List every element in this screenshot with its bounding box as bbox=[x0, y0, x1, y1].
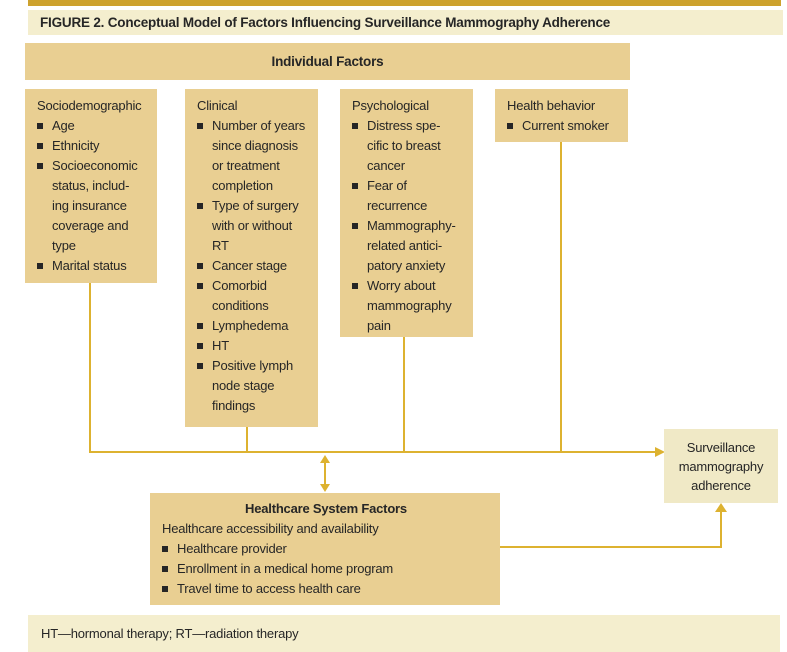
list-item: Current smoker bbox=[507, 116, 622, 136]
top-accent-bar bbox=[28, 0, 781, 6]
connector-healthcare-up bbox=[720, 508, 722, 547]
list-item-text: Cancer stage bbox=[212, 258, 287, 273]
healthcare-system-box: Healthcare System Factors Healthcare acc… bbox=[150, 493, 500, 605]
bullet-square-icon bbox=[37, 163, 43, 169]
connector-psychological-down bbox=[403, 337, 405, 452]
health-behavior-list: Current smoker bbox=[507, 116, 622, 136]
double-arrow-up-icon bbox=[320, 455, 330, 463]
clinical-list: Number of years since diagnosis or treat… bbox=[197, 116, 312, 416]
arrowhead-up-outcome-icon bbox=[715, 503, 727, 512]
list-item: Enrollment in a medical home program bbox=[162, 559, 490, 579]
figure-title-band: FIGURE 2. Conceptual Model of Factors In… bbox=[28, 10, 783, 35]
list-item-text: Number of years since diagnosis or treat… bbox=[212, 118, 306, 193]
list-item: Worry about mammography pain bbox=[352, 276, 467, 336]
bullet-square-icon bbox=[197, 203, 203, 209]
list-item: Positive lymph node stage findings bbox=[197, 356, 312, 416]
bullet-square-icon bbox=[197, 123, 203, 129]
list-item-text: Comorbid conditions bbox=[212, 278, 269, 313]
list-item-text: Lymphedema bbox=[212, 318, 289, 333]
bullet-square-icon bbox=[507, 123, 513, 129]
psychological-box: Psychological Distress spe- cific to bre… bbox=[340, 89, 473, 337]
list-item: Mammography- related antici- patory anxi… bbox=[352, 216, 467, 276]
bullet-square-icon bbox=[197, 363, 203, 369]
list-item: Healthcare provider bbox=[162, 539, 490, 559]
list-item: Socioeconomic status, includ- ing insura… bbox=[37, 156, 151, 256]
list-item-text: Mammography- related antici- patory anxi… bbox=[367, 218, 456, 273]
double-arrow-shaft bbox=[324, 462, 326, 485]
bullet-square-icon bbox=[162, 586, 168, 592]
list-item: Lymphedema bbox=[197, 316, 312, 336]
list-item: Cancer stage bbox=[197, 256, 312, 276]
surveillance-adherence-label: Surveillance mammography adherence bbox=[678, 439, 764, 493]
bullet-square-icon bbox=[352, 123, 358, 129]
bullet-square-icon bbox=[162, 566, 168, 572]
bullet-square-icon bbox=[197, 263, 203, 269]
footnote-band: HT—hormonal therapy; RT—radiation therap… bbox=[28, 615, 780, 652]
connector-clinical-down bbox=[246, 427, 248, 452]
connector-health-behavior-down bbox=[560, 142, 562, 452]
list-item-text: HT bbox=[212, 338, 229, 353]
list-item: Marital status bbox=[37, 256, 151, 276]
health-behavior-box: Health behavior Current smoker bbox=[495, 89, 628, 142]
list-item-text: Fear of recurrence bbox=[367, 178, 428, 213]
list-item: Travel time to access health care bbox=[162, 579, 490, 599]
individual-factors-header-box: Individual Factors bbox=[25, 43, 630, 80]
bullet-square-icon bbox=[37, 143, 43, 149]
bullet-square-icon bbox=[197, 343, 203, 349]
bullet-square-icon bbox=[162, 546, 168, 552]
bullet-square-icon bbox=[352, 223, 358, 229]
list-item-text: Current smoker bbox=[522, 118, 609, 133]
bullet-square-icon bbox=[352, 283, 358, 289]
double-arrow-down-icon bbox=[320, 484, 330, 492]
list-item-text: Travel time to access health care bbox=[177, 581, 361, 596]
list-item-text: Enrollment in a medical home program bbox=[177, 561, 394, 576]
individual-factors-label: Individual Factors bbox=[271, 54, 384, 69]
list-item: Fear of recurrence bbox=[352, 176, 467, 216]
list-item: Ethnicity bbox=[37, 136, 151, 156]
list-item-text: Positive lymph node stage findings bbox=[212, 358, 294, 413]
connector-sociodemographic-down bbox=[89, 283, 91, 452]
bullet-square-icon bbox=[197, 283, 203, 289]
connector-main-horizontal bbox=[89, 451, 656, 453]
list-item: Comorbid conditions bbox=[197, 276, 312, 316]
list-item-text: Worry about mammography pain bbox=[367, 278, 452, 333]
surveillance-adherence-box: Surveillance mammography adherence bbox=[664, 429, 778, 503]
list-item-text: Type of surgery with or without RT bbox=[212, 198, 299, 253]
sociodemographic-heading: Sociodemographic bbox=[37, 98, 142, 113]
healthcare-system-title: Healthcare System Factors bbox=[245, 501, 407, 516]
bullet-square-icon bbox=[197, 323, 203, 329]
list-item: Number of years since diagnosis or treat… bbox=[197, 116, 312, 196]
figure-title: FIGURE 2. Conceptual Model of Factors In… bbox=[40, 15, 611, 30]
bullet-square-icon bbox=[37, 263, 43, 269]
arrowhead-to-outcome-icon bbox=[655, 447, 665, 457]
list-item-text: Ethnicity bbox=[52, 138, 100, 153]
bullet-square-icon bbox=[37, 123, 43, 129]
list-item: Type of surgery with or without RT bbox=[197, 196, 312, 256]
list-item-text: Healthcare provider bbox=[177, 541, 287, 556]
bullet-square-icon bbox=[352, 183, 358, 189]
list-item: HT bbox=[197, 336, 312, 356]
list-item-text: Marital status bbox=[52, 258, 127, 273]
health-behavior-heading: Health behavior bbox=[507, 98, 596, 113]
list-item-text: Age bbox=[52, 118, 75, 133]
list-item: Distress spe- cific to breast cancer bbox=[352, 116, 467, 176]
footnote-text: HT—hormonal therapy; RT—radiation therap… bbox=[41, 626, 299, 641]
psychological-heading: Psychological bbox=[352, 98, 429, 113]
healthcare-system-subtitle: Healthcare accessibility and availabilit… bbox=[162, 521, 379, 536]
connector-healthcare-horizontal bbox=[500, 546, 722, 548]
list-item-text: Distress spe- cific to breast cancer bbox=[367, 118, 441, 173]
list-item: Age bbox=[37, 116, 151, 136]
clinical-box: Clinical Number of years since diagnosis… bbox=[185, 89, 318, 427]
list-item-text: Socioeconomic status, includ- ing insura… bbox=[52, 158, 138, 253]
clinical-heading: Clinical bbox=[197, 98, 238, 113]
